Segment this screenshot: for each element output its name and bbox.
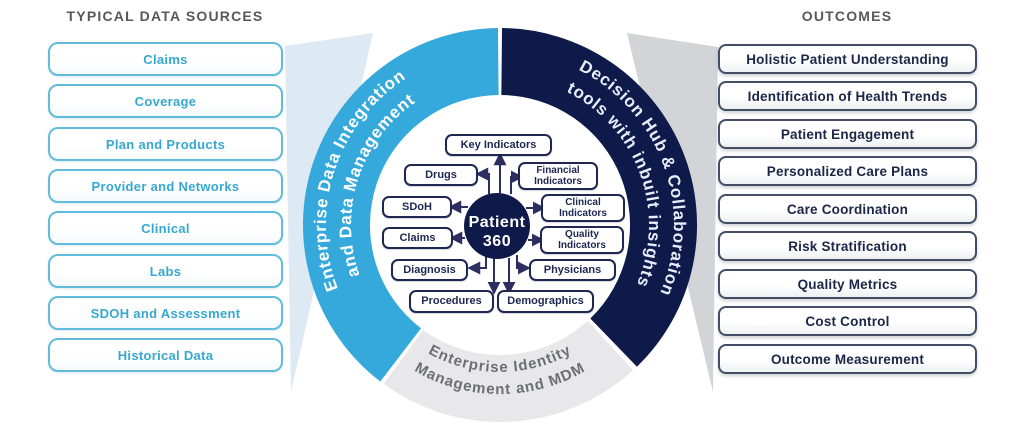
data-source-item: Clinical bbox=[48, 211, 283, 245]
hub-node-drugs: Drugs bbox=[404, 164, 478, 186]
hub-node-claims: Claims bbox=[382, 227, 453, 249]
data-source-item: SDOH and Assessment bbox=[48, 296, 283, 330]
data-source-item: Provider and Networks bbox=[48, 169, 283, 203]
hub-node-quality-indicators: Quality Indicators bbox=[540, 226, 624, 254]
hub-node-demographics: Demographics bbox=[497, 290, 594, 313]
data-sources-title: TYPICAL DATA SOURCES bbox=[66, 8, 264, 24]
hub-node-physicians: Physicians bbox=[529, 259, 616, 281]
hub-node-key-indicators: Key Indicators bbox=[445, 134, 552, 156]
data-source-item: Plan and Products bbox=[48, 127, 283, 161]
outcome-item: Cost Control bbox=[718, 306, 977, 336]
data-source-item: Coverage bbox=[48, 84, 283, 118]
outcomes-title: OUTCOMES bbox=[801, 8, 893, 24]
hub-node-sdoh: SDoH bbox=[382, 196, 452, 218]
outcome-item: Holistic Patient Understanding bbox=[718, 44, 977, 74]
ring-segment-decision-hub bbox=[500, 28, 697, 367]
outcome-item: Care Coordination bbox=[718, 194, 977, 224]
data-source-item: Labs bbox=[48, 254, 283, 288]
outcome-item: Identification of Health Trends bbox=[718, 81, 977, 111]
ring-segment-identity-mdm bbox=[383, 320, 634, 422]
outcome-item: Risk Stratification bbox=[718, 231, 977, 261]
hub-node-clinical-indicators: Clinical Indicators bbox=[541, 194, 625, 222]
hub-node-procedures: Procedures bbox=[409, 290, 494, 313]
data-source-item: Historical Data bbox=[48, 338, 283, 372]
outcome-item: Quality Metrics bbox=[718, 269, 977, 299]
data-source-item: Claims bbox=[48, 42, 283, 76]
hub-node-financial-indicators: Financial Indicators bbox=[518, 162, 598, 190]
patient-360-label-line1: Patient bbox=[469, 214, 526, 231]
hub-arrows bbox=[448, 152, 546, 295]
patient-360-label-line2: 360 bbox=[483, 233, 511, 250]
hub-node-diagnosis: Diagnosis bbox=[391, 259, 468, 281]
outcome-item: Personalized Care Plans bbox=[718, 156, 977, 186]
ring-segment-data-integration bbox=[303, 28, 500, 382]
outcome-item: Outcome Measurement bbox=[718, 344, 977, 374]
patient-360-circle bbox=[464, 193, 530, 259]
outcome-item: Patient Engagement bbox=[718, 119, 977, 149]
